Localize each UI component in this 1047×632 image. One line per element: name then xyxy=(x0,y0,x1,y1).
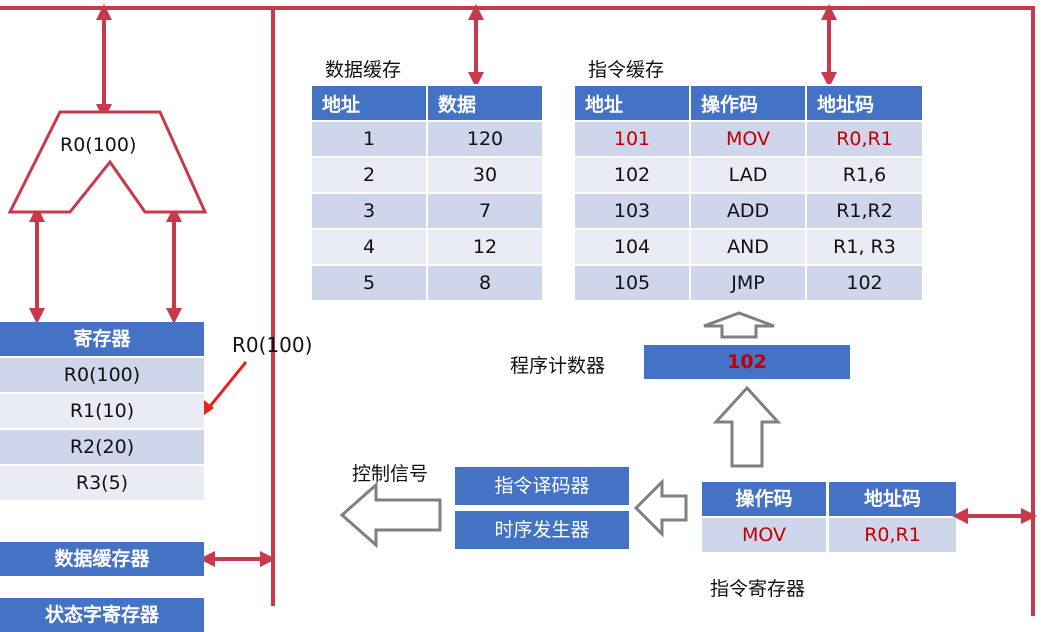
annotation-arrow xyxy=(205,361,248,411)
ir-to-decoder-arrow xyxy=(633,478,688,538)
data-cache-cell: 2 xyxy=(310,156,428,194)
instr-cache-cell: R1,R2 xyxy=(805,192,924,230)
instr-cache-cell: 102 xyxy=(805,264,924,302)
ir-header-opcode: 操作码 xyxy=(702,482,826,516)
register-annotation: R0(100) xyxy=(232,333,313,357)
instr-cache-cell: 103 xyxy=(573,192,691,230)
data-cache-cell: 120 xyxy=(426,120,544,158)
timing-generator: 时序发生器 xyxy=(455,511,629,549)
alu-shape xyxy=(7,110,208,214)
pc-to-cache-arrow xyxy=(703,311,775,339)
ir-opcode-value: MOV xyxy=(702,518,826,552)
instr-cache-cell: LAD xyxy=(689,156,807,194)
register-r1: R1(10) xyxy=(0,394,204,428)
data-cache-cell: 30 xyxy=(426,156,544,194)
data-cache-cell: 3 xyxy=(310,192,428,230)
instr-cache-cell: 105 xyxy=(573,264,691,302)
instr-cache-cell: 102 xyxy=(573,156,691,194)
instr-cache-cell: 104 xyxy=(573,228,691,266)
data-cache-cell: 5 xyxy=(310,264,428,302)
instr-cache-cell: AND xyxy=(689,228,807,266)
data-cache-cell: 1 xyxy=(310,120,428,158)
ir-to-pc-arrow xyxy=(712,385,782,468)
control-signal-arrow xyxy=(339,481,442,549)
status-register: 状态字寄存器 xyxy=(0,598,204,632)
register-file-header: 寄存器 xyxy=(0,322,204,356)
instr-cache-title: 指令缓存 xyxy=(588,59,665,81)
instr-cache-cell: R1, R3 xyxy=(805,228,924,266)
control-signal-label: 控制信号 xyxy=(352,463,429,485)
instr-cache-cell: JMP xyxy=(689,264,807,302)
data-cache-header: 地址 xyxy=(310,84,428,122)
instr-cache-header: 地址码 xyxy=(805,84,924,122)
instr-cache-cell: R0,R1 xyxy=(805,120,924,158)
ir-address-value: R0,R1 xyxy=(829,518,956,552)
data-cache-header: 数据 xyxy=(426,84,544,122)
instr-cache-cell: ADD xyxy=(689,192,807,230)
data-buffer-register: 数据缓存器 xyxy=(0,542,204,576)
data-cache-title: 数据缓存 xyxy=(325,59,402,81)
data-cache-cell: 12 xyxy=(426,228,544,266)
instr-cache-cell: MOV xyxy=(689,120,807,158)
instr-cache-header: 地址 xyxy=(573,84,691,122)
instr-register-label: 指令寄存器 xyxy=(710,578,806,600)
program-counter-label: 程序计数器 xyxy=(510,355,606,377)
register-r3: R3(5) xyxy=(0,466,204,500)
data-cache-cell: 7 xyxy=(426,192,544,230)
alu-label: R0(100) xyxy=(60,134,137,156)
register-r0: R0(100) xyxy=(0,358,204,392)
system-bus xyxy=(0,6,1035,616)
instr-cache-cell: R1,6 xyxy=(805,156,924,194)
instruction-decoder: 指令译码器 xyxy=(455,467,629,505)
data-cache-cell: 4 xyxy=(310,228,428,266)
ir-header-address: 地址码 xyxy=(829,482,956,516)
data-cache-cell: 8 xyxy=(426,264,544,302)
instr-cache-cell: 101 xyxy=(573,120,691,158)
instr-cache-header: 操作码 xyxy=(689,84,807,122)
register-r2: R2(20) xyxy=(0,430,204,464)
program-counter-value: 102 xyxy=(644,345,850,379)
